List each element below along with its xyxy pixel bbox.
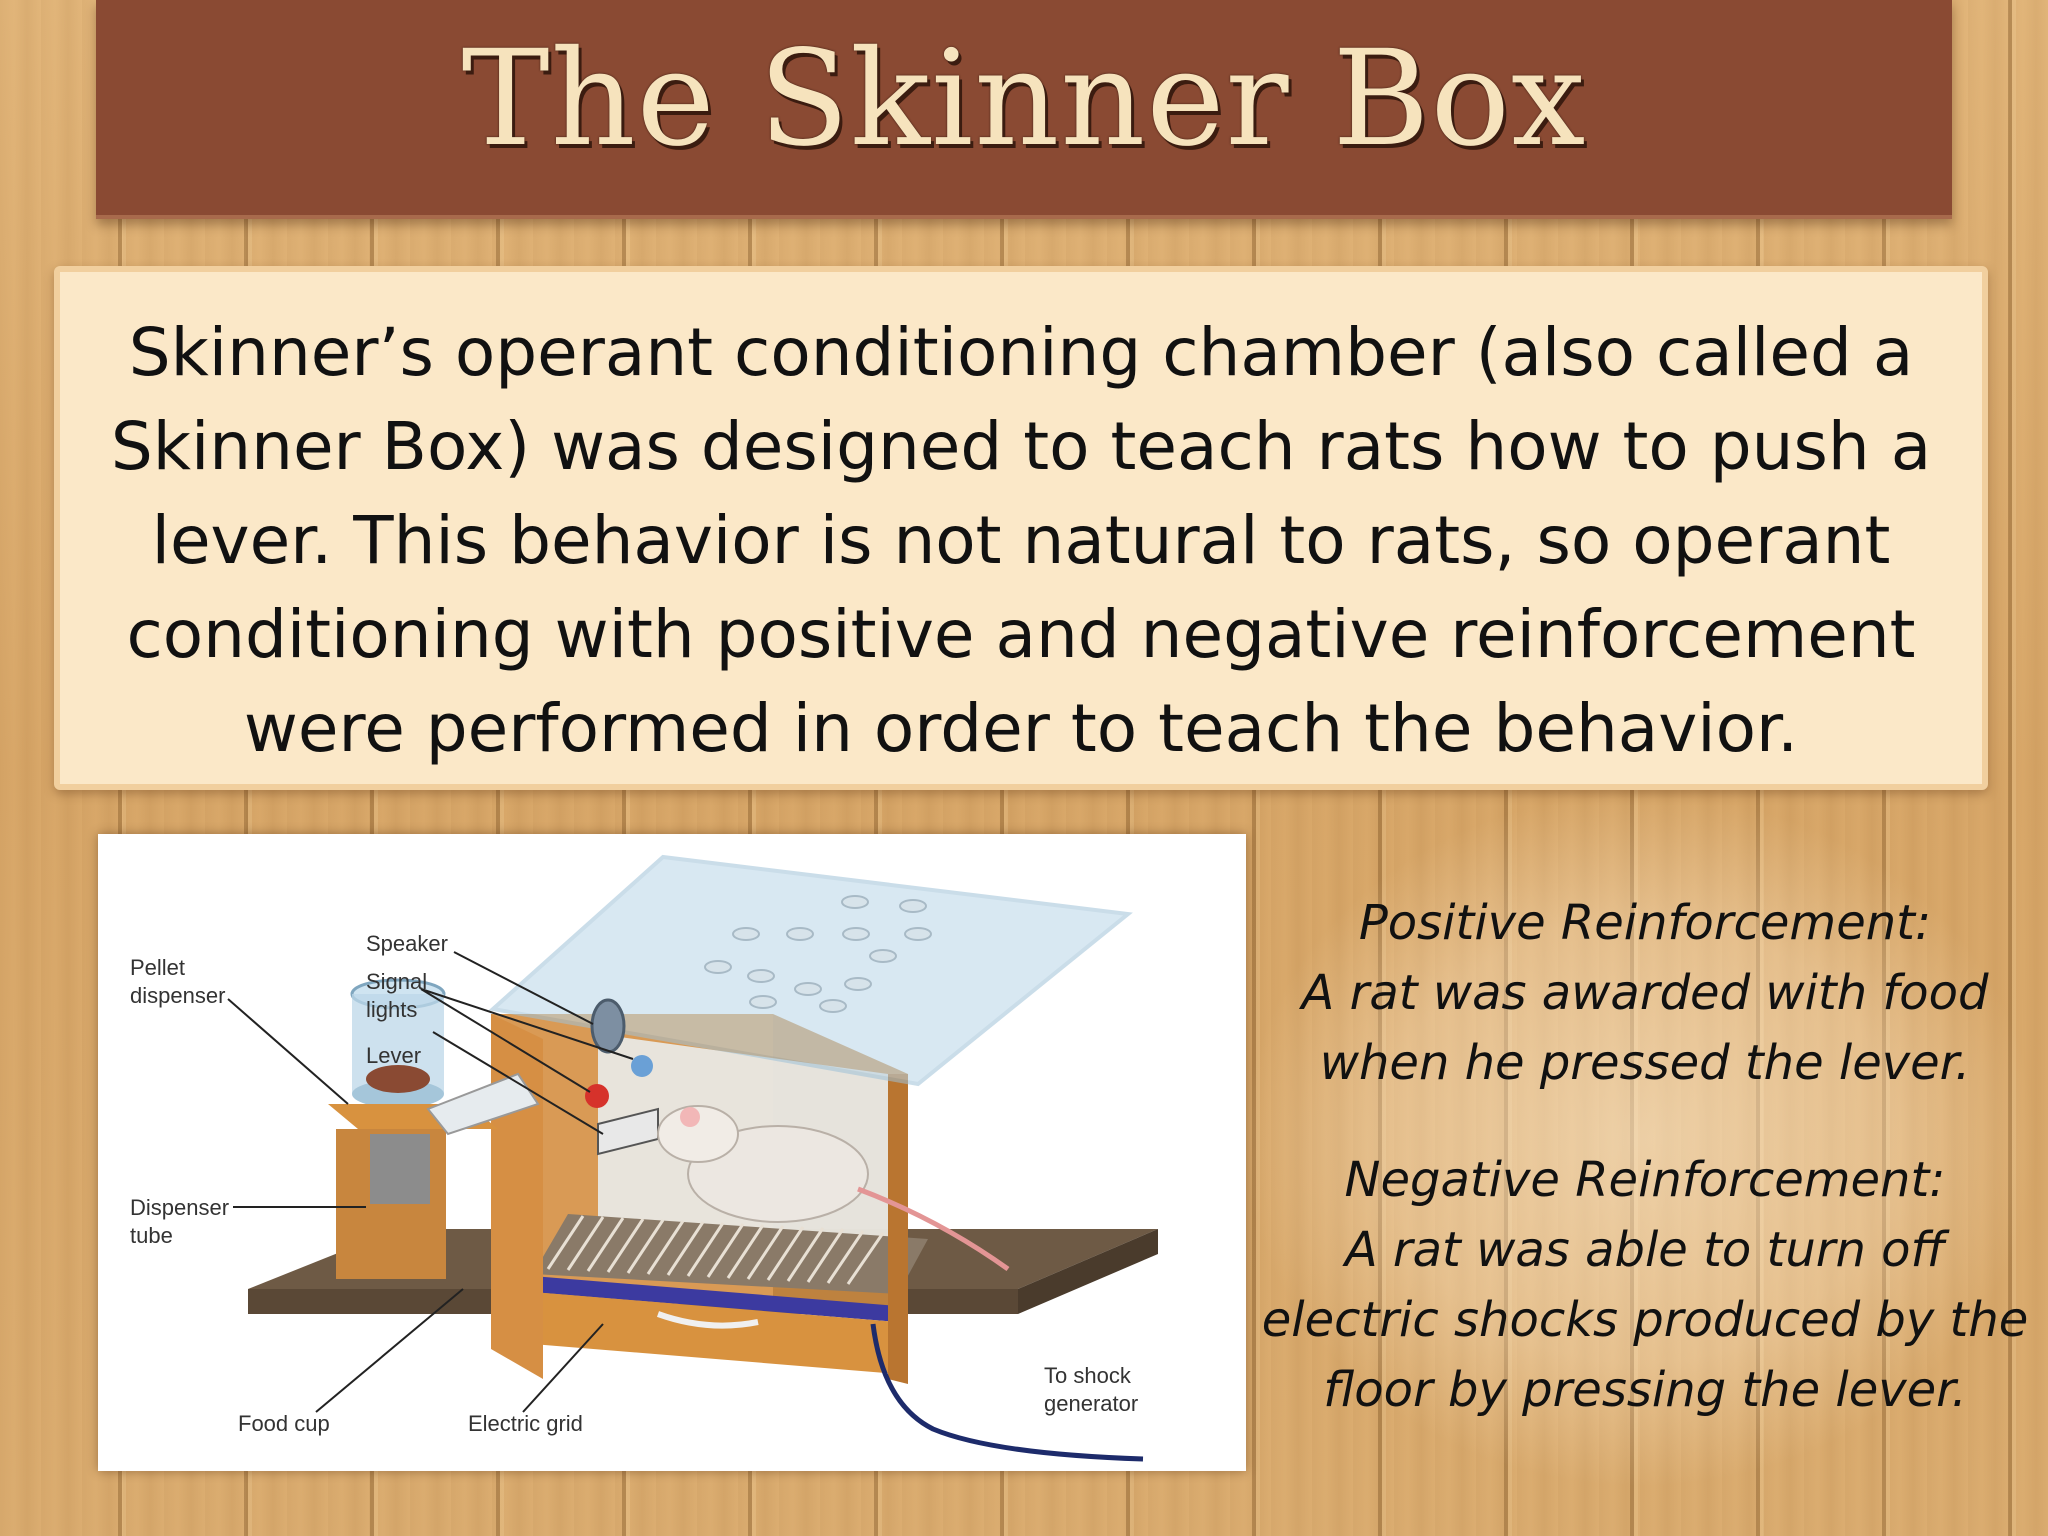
description-box: Skinner’s operant conditioning chamber (… (54, 266, 1988, 790)
label-line: lights (366, 997, 418, 1022)
negative-line: A rat was able to turn off (1344, 1222, 1946, 1278)
label-line: Signal (366, 969, 428, 994)
label-speaker: Speaker (366, 931, 448, 956)
positive-heading: Positive Reinforcement: (1358, 895, 1932, 951)
description-line: Skinner Box) was designed to teach rats … (110, 408, 1932, 485)
positive-line: A rat was awarded with food (1301, 965, 1989, 1021)
negative-line: floor by pressing the lever. (1323, 1362, 1967, 1418)
label-line: tube (130, 1223, 173, 1248)
label-line: Pellet (130, 955, 186, 980)
negative-line: electric shocks produced by the (1261, 1292, 2029, 1348)
label-line: generator (1044, 1391, 1139, 1416)
label-signal-lights: Signal lights (366, 968, 427, 1024)
label-dispenser-tube: Dispenser tube (130, 1194, 229, 1250)
skinner-box-illustration: Pellet dispenser Speaker Signal lights L… (98, 834, 1246, 1471)
label-electric-grid: Electric grid (468, 1411, 583, 1436)
label-shock-generator: To shock generator (1044, 1362, 1138, 1418)
description-line: conditioning with positive and negative … (126, 596, 1916, 673)
title-banner: The Skinner Box (96, 0, 1952, 219)
positive-line: when he pressed the lever. (1319, 1035, 1971, 1091)
label-line: To shock (1044, 1363, 1131, 1388)
negative-heading: Negative Reinforcement: (1344, 1152, 1946, 1208)
description-line: Skinner’s operant conditioning chamber (… (128, 314, 1914, 391)
slide-title: The Skinner Box (461, 22, 1587, 176)
negative-reinforcement: Negative Reinforcement: A rat was able t… (1260, 1145, 2030, 1425)
description-text: Skinner’s operant conditioning chamber (… (90, 306, 1952, 776)
label-line: dispenser (130, 983, 226, 1008)
label-food-cup: Food cup (238, 1411, 330, 1436)
label-line: Dispenser (130, 1195, 230, 1220)
description-line: were performed in order to teach the beh… (243, 690, 1799, 767)
text-glow (1240, 790, 2040, 1490)
label-lever: Lever (366, 1043, 422, 1068)
label-pellet-dispenser: Pellet dispenser (130, 954, 225, 1010)
skinner-box-drawing (227, 854, 1158, 1462)
positive-reinforcement: Positive Reinforcement: A rat was awarde… (1260, 888, 2030, 1098)
description-line: lever. This behavior is not natural to r… (151, 502, 1891, 579)
